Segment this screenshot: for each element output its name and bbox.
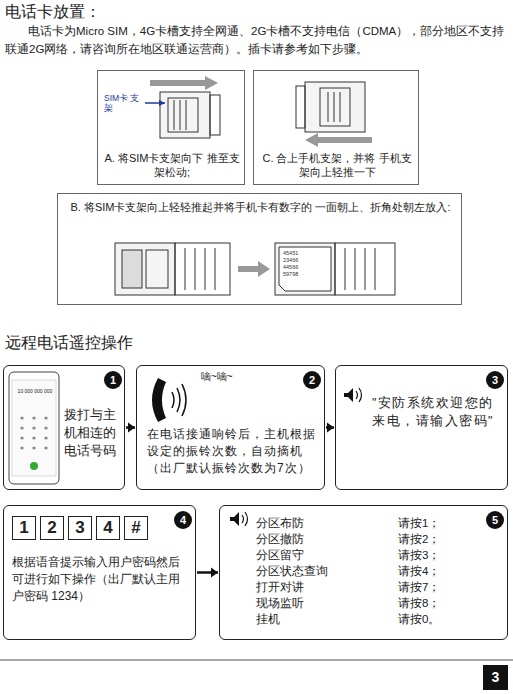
step-box: 2 嘀~嘀~ 在电话接通响铃后，主机根据设定的振铃次数，自动摘机（出厂默认振铃次数为… [136, 365, 325, 490]
step-text: 在电话接通响铃后，主机根据设定的振铃次数，自动摘机（出厂默认振铃次数为7次） [147, 426, 319, 477]
figure-panel: B. 将SIM卡支架向上轻轻推起并将手机卡有数字的 一面朝上、折角处朝左放入: [57, 193, 462, 305]
figure-panel: A. 将SIM卡支架向下 推至支架松动; [97, 70, 245, 185]
callout-number: 1 [104, 371, 122, 389]
key-digit: 2 [40, 516, 64, 540]
page-number: 3 [483, 665, 508, 690]
ring-sound: 嘀~嘀~ [201, 370, 233, 384]
menu-key: 请按4； [398, 564, 440, 579]
menu-item: 分区撤防 [256, 532, 304, 547]
phone-number: 10 000 000 000 [14, 388, 56, 394]
card-number: 45451 23466 44566 59798 [283, 250, 313, 278]
step-box: 5分区布防请按1；分区撤防请按2；分区留守请按3；分区状态查询请按4；打开对讲请… [219, 505, 508, 640]
flow-arrow [326, 423, 334, 433]
flow-arrow [197, 568, 218, 578]
page-title: 电话卡放置： [5, 2, 101, 23]
step-box: 1 拨打与主机相连的电话号码 [3, 365, 125, 490]
step-caption: B. 将SIM卡支架向上轻轻推起并将手机卡有数字的 一面朝上、折角处朝左放入: [68, 200, 453, 215]
voice-prompt: "安防系统欢迎您的来电，请输入密码" [372, 394, 500, 430]
menu-item: 分区布防 [256, 516, 304, 531]
section-heading: 远程电话遥控操作 [5, 333, 133, 354]
flow-arrow [126, 423, 135, 433]
callout-number: 4 [174, 511, 192, 529]
menu-item: 分区留守 [256, 548, 304, 563]
menu-item: 打开对讲 [256, 580, 304, 595]
key-digit: # [124, 516, 148, 540]
menu-key: 请按3； [398, 548, 440, 563]
key-digit: 4 [96, 516, 120, 540]
step-text: 拨打与主机相连的电话号码 [64, 406, 120, 460]
step-text: 根据语音提示输入用户密码然后可进行如下操作（出厂默认主用户密码 1234） [12, 554, 190, 605]
menu-key: 请按2； [398, 532, 440, 547]
step-box: 41234#根据语音提示输入用户密码然后可进行如下操作（出厂默认主用户密码 12… [3, 505, 196, 640]
menu-key: 请按1； [398, 516, 440, 531]
figure-panel: C. 合上手机支架，并将 手机支架向上轻推一下 [253, 70, 419, 185]
callout-number: 5 [486, 511, 504, 529]
step-caption: C. 合上手机支架，并将 手机支架向上轻推一下 [259, 151, 415, 179]
step-box: 3 "安防系统欢迎您的来电，请输入密码" [335, 365, 508, 490]
step-caption: A. 将SIM卡支架向下 推至支架松动; [103, 151, 241, 179]
key-digit: 3 [68, 516, 92, 540]
menu-item: 挂机 [256, 612, 280, 627]
menu-item: 现场监听 [256, 596, 304, 611]
menu-item: 分区状态查询 [256, 564, 328, 579]
callout-number: 2 [303, 371, 321, 389]
callout-number: 3 [486, 371, 504, 389]
key-digit: 1 [12, 516, 36, 540]
menu-key: 请按7； [398, 580, 440, 595]
note-paragraph: 电话卡为Micro SIM，4G卡槽支持全网通、2G卡槽不支持电信（CDMA），… [5, 22, 508, 58]
menu-key: 请按8； [398, 596, 440, 611]
part-name: SIM卡 支架 [104, 93, 144, 113]
menu-key: 请按0。 [398, 612, 440, 627]
